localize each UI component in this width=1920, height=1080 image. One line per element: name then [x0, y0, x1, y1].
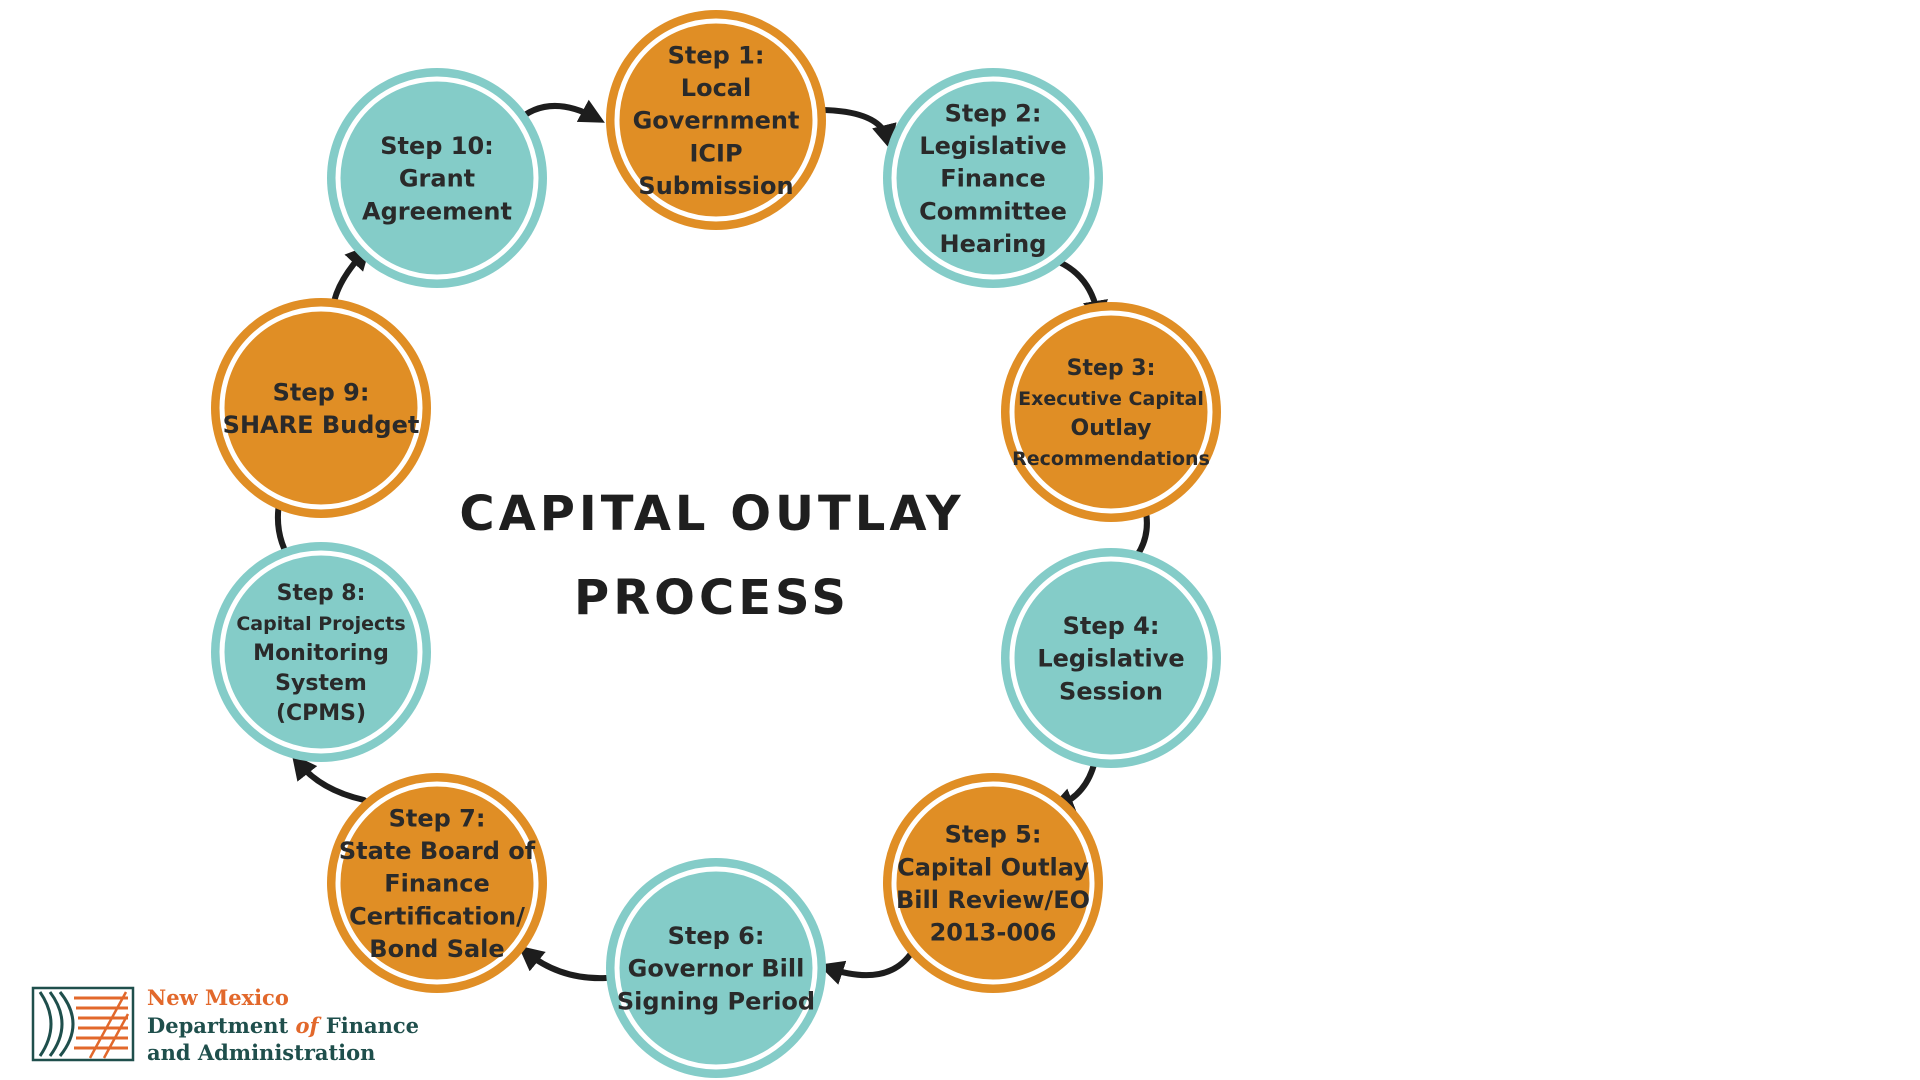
step-8-text-line: Step 8: — [277, 581, 366, 606]
logo-line-2-c: Finance — [319, 1013, 420, 1038]
step-3-node: Step 3: Executive CapitalOutlayRecommenda… — [1001, 302, 1221, 522]
step-6-text-line: Step 6: — [668, 922, 765, 950]
step-2-outer-ring — [883, 68, 1103, 288]
title-line-2: PROCESS — [574, 570, 850, 626]
step-3-text-line: Outlay — [1071, 416, 1152, 441]
step-5-outer-ring — [883, 773, 1103, 993]
logo-line-2-a: Department — [147, 1013, 296, 1038]
step-6-text-line: Governor Bill — [628, 955, 805, 983]
step-7-text-line: Step 7: — [389, 804, 486, 832]
step-3-outer-ring — [1001, 302, 1221, 522]
step-2-text-line: Legislative — [919, 132, 1066, 160]
step-9-text-line: SHARE Budget — [223, 411, 420, 439]
step-7-text-line: Bond Sale — [369, 935, 504, 963]
step-5-text-line: Capital Outlay — [897, 853, 1089, 881]
step-2-text-line: Committee — [919, 197, 1067, 225]
step-10-text-line: Step 10: — [380, 132, 494, 160]
step-7-text-line: State Board of — [339, 837, 536, 865]
step-5-text-line: Step 5: — [945, 821, 1042, 849]
steps-layer: Step 1:LocalGovernmentICIPSubmissionStep… — [211, 10, 1221, 1078]
step-2-white-ring — [891, 76, 1095, 280]
step-2-text-line: Finance — [940, 165, 1046, 193]
step-5-text-line: Bill Review/EO — [896, 886, 1090, 914]
diagram-title: CAPITAL OUTLAY PROCESS — [459, 486, 964, 626]
step-7-text-line: Certification/ — [349, 902, 525, 930]
step-10-text-line: Grant — [399, 165, 475, 193]
flow-arrow-8 — [291, 754, 367, 803]
step-8-text-line: (CPMS) — [276, 701, 366, 726]
step-1-outer-ring — [606, 10, 826, 230]
step-7-white-ring — [335, 781, 539, 985]
title-line-1: CAPITAL OUTLAY — [459, 486, 964, 542]
step-4-white-ring — [1009, 556, 1213, 760]
nmdfa-logo: New Mexico Department of Finance and Adm… — [31, 985, 419, 1065]
step-9-node: Step 9: SHARE Budget — [211, 298, 431, 518]
step-9-outer-ring — [211, 298, 431, 518]
logo-line-2: Department of Finance — [147, 1013, 419, 1038]
step-2-text-line: Hearing — [940, 230, 1047, 258]
step-4-text-line: Step 4: — [1063, 612, 1160, 640]
step-6-text-line: Signing Period — [617, 987, 815, 1015]
step-1-text-line: ICIP — [689, 139, 742, 167]
step-8-text-line: Monitoring — [253, 641, 389, 666]
step-4-outer-ring — [1001, 548, 1221, 768]
step-9-white-ring — [219, 306, 423, 510]
step-8-text-line: Capital Projects — [236, 613, 405, 635]
step-4-text-line: Legislative — [1037, 645, 1184, 673]
logo-line-1: New Mexico — [147, 985, 289, 1010]
step-1-text-line: Step 1: — [668, 41, 765, 69]
step-10-white-ring — [335, 76, 539, 280]
step-2-text-line: Step 2: — [945, 99, 1042, 127]
step-4-text-line: Session — [1059, 677, 1163, 705]
logo-line-2-b: of — [296, 1013, 323, 1038]
step-5-white-ring — [891, 781, 1095, 985]
step-1-text-line: Local — [681, 74, 751, 102]
step-8-text-line: System — [275, 671, 367, 696]
step-10-outer-ring — [327, 68, 547, 288]
logo-line-3: and Administration — [147, 1040, 375, 1065]
step-1-text-line: Government — [633, 107, 800, 135]
step-7-outer-ring — [327, 773, 547, 993]
step-8-outer-ring — [211, 542, 431, 762]
step-5-text-line: 2013-006 — [930, 919, 1057, 947]
step-2-node: Step 2: LegislativeFinanceCommitteeHearin… — [883, 68, 1103, 288]
step-7-text-line: Finance — [384, 870, 490, 898]
step-1-text-line: Submission — [638, 172, 793, 200]
step-9-text-line: Step 9: — [273, 378, 370, 406]
step-3-text-line: Recommendations — [1012, 448, 1210, 470]
flow-arrow-6 — [818, 949, 915, 985]
step-3-text-line: Step 3: — [1067, 356, 1156, 381]
step-8-white-ring — [219, 550, 423, 754]
step-10-text-line: Agreement — [362, 197, 512, 225]
step-3-text-line: Executive Capital — [1018, 388, 1204, 410]
step-6-white-ring — [614, 866, 818, 1070]
step-3-white-ring — [1009, 310, 1213, 514]
step-6-outer-ring — [606, 858, 826, 1078]
step-7-node: Step 7: State Board of FinanceCertificatio… — [327, 773, 547, 993]
flow-arrow-7 — [518, 945, 609, 982]
nmdfa-logo-mark — [31, 986, 135, 1062]
step-1-white-ring — [614, 18, 818, 222]
